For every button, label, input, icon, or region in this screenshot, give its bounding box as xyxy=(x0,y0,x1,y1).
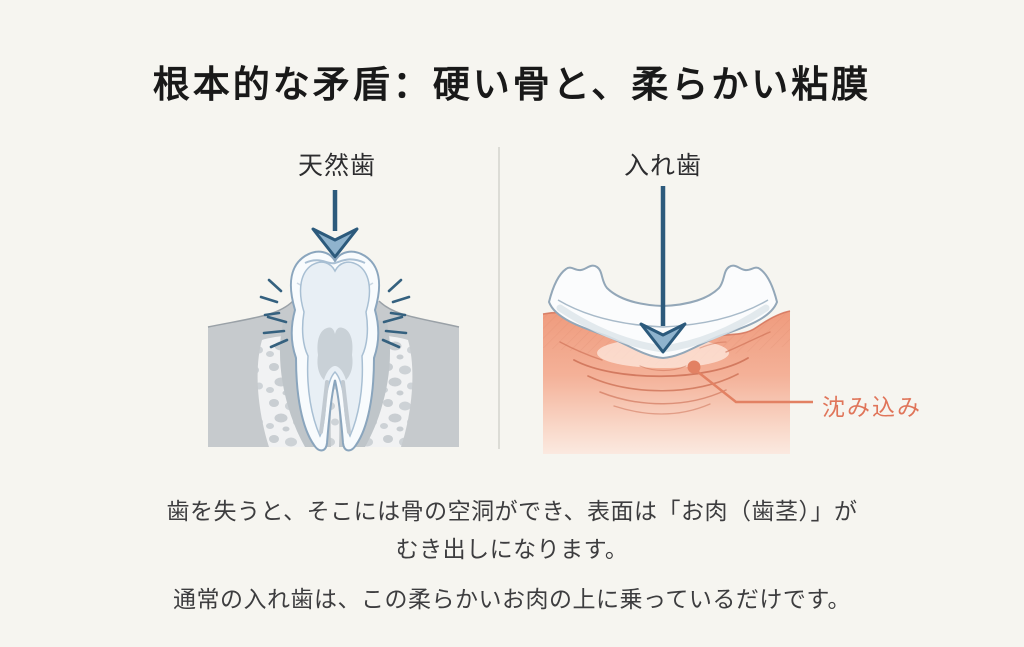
natural-tooth-label: 天然歯 xyxy=(297,152,376,180)
denture-label: 入れ歯 xyxy=(623,152,702,180)
stress-marks xyxy=(259,278,411,349)
page-title: 根本的な矛盾：硬い骨と、柔らかい粘膜 xyxy=(152,65,872,106)
pressure-arrow-icon-left xyxy=(311,190,359,259)
natural-tooth-illustration xyxy=(207,190,460,452)
natural-tooth xyxy=(289,250,381,452)
caption-line-2: むき出しになります。 xyxy=(395,536,629,562)
compression-wrinkles xyxy=(559,331,771,415)
pressure-arrow-icon-right xyxy=(639,186,687,354)
pulp xyxy=(317,327,353,380)
sinking-marker xyxy=(687,360,813,404)
leader-line xyxy=(697,371,813,404)
caption-paragraph-2: 通常の入れ歯は、この柔らかいお肉の上に乗っているだけです。 xyxy=(172,586,852,612)
denture-illustration xyxy=(542,186,813,454)
caption-line-1: 歯を失うと、そこには骨の空洞ができ、表面は「お肉（歯茎）」が xyxy=(166,498,858,524)
sinking-dot xyxy=(687,360,701,374)
sinking-annotation-label: 沈み込み xyxy=(822,394,922,420)
